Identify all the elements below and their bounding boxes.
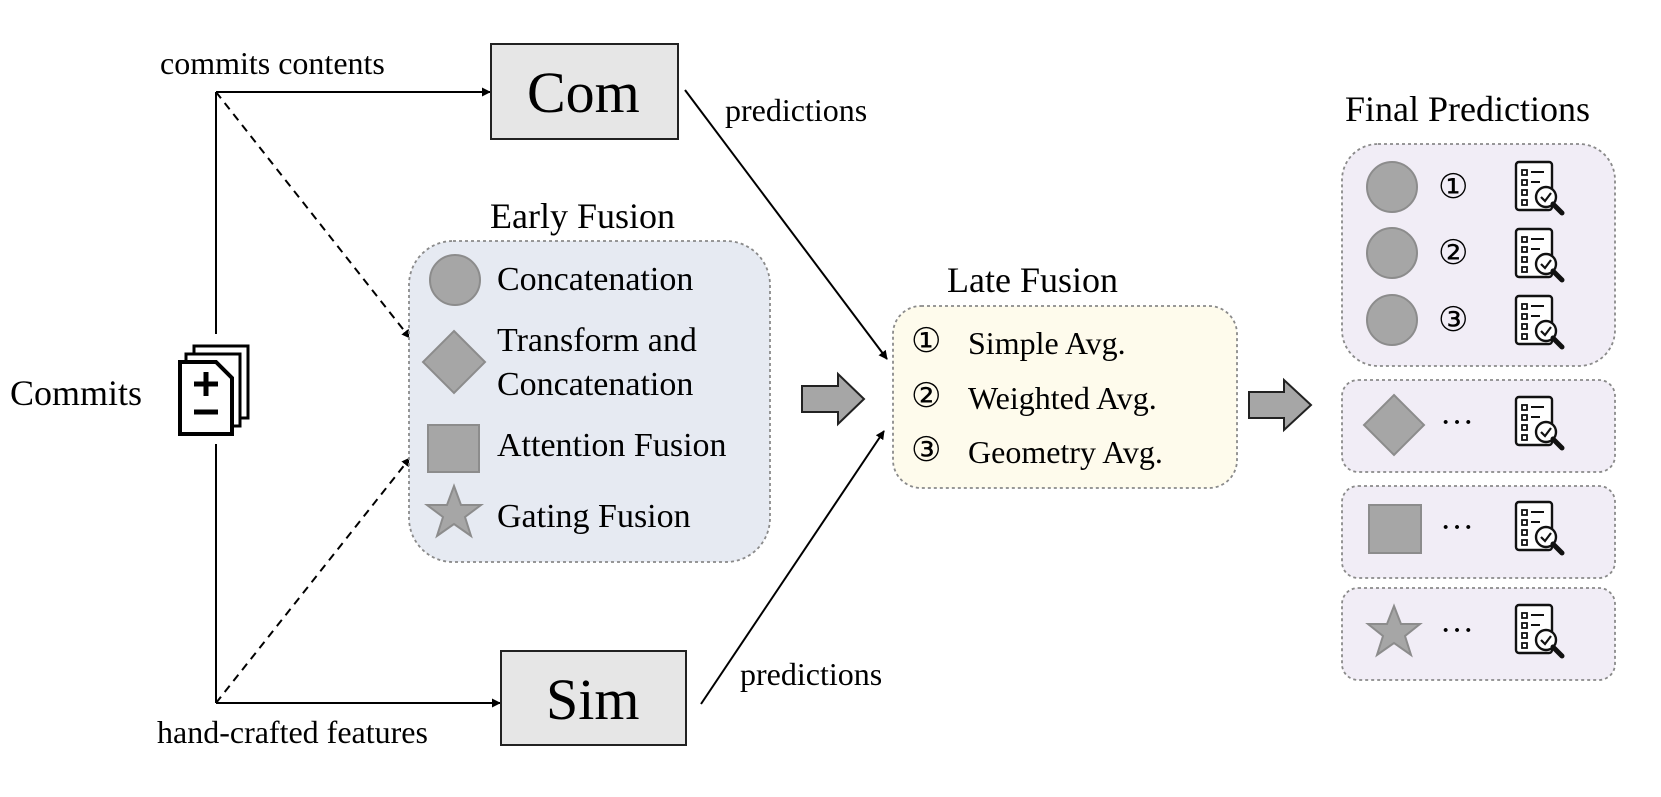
commits-label: Commits <box>10 373 143 413</box>
final-circle-icon-1 <box>1366 161 1418 213</box>
final-predictions-title: Final Predictions <box>1345 89 1590 129</box>
late-item-number: ② <box>911 378 942 415</box>
early-item-label: Concatenation <box>497 261 694 298</box>
final-group-number: ② <box>1438 235 1469 272</box>
com-model-box <box>490 43 679 140</box>
final-ellipsis: ··· <box>1440 404 1474 441</box>
late-fusion-title: Late Fusion <box>947 260 1118 300</box>
predictions-bottom-label: predictions <box>740 656 883 692</box>
late-item-label: Geometry Avg. <box>968 434 1163 470</box>
input-connectors <box>215 87 501 708</box>
final-square-icon <box>1368 504 1422 554</box>
late-fusion-box <box>892 305 1238 489</box>
dashed-arrow-contents-to-early <box>215 91 411 339</box>
block-arrow-early-to-late <box>801 371 866 427</box>
early-item-label: Gating Fusion <box>497 498 691 535</box>
arrow-com-predictions <box>684 89 888 360</box>
early-item-label: Concatenation <box>497 366 694 403</box>
final-group-number: ③ <box>1438 302 1469 339</box>
late-item-label: Simple Avg. <box>968 325 1126 361</box>
late-item-number: ① <box>911 323 942 360</box>
final-circle-icon-2 <box>1366 227 1418 279</box>
early-item-label: Transform and <box>497 322 697 359</box>
final-ellipsis: ··· <box>1440 509 1474 546</box>
commits-contents-label: commits contents <box>160 45 385 81</box>
early-item-label: Attention Fusion <box>497 427 727 464</box>
final-circle-icon-3 <box>1366 294 1418 346</box>
hand-crafted-features-label: hand-crafted features <box>157 714 428 750</box>
com-model-label: Com <box>527 60 640 125</box>
early-fusion-title: Early Fusion <box>490 196 675 236</box>
late-item-label: Weighted Avg. <box>968 380 1157 416</box>
sim-model-label: Sim <box>546 667 640 732</box>
square-icon <box>427 424 480 473</box>
star-icon <box>424 483 484 539</box>
final-ellipsis: ··· <box>1440 612 1474 649</box>
dashed-arrow-features-to-early <box>215 457 411 704</box>
block-arrow-late-to-final <box>1248 377 1313 433</box>
final-star-icon <box>1365 603 1423 658</box>
final-diamond-icon <box>1362 393 1426 457</box>
sim-model-box <box>500 650 687 746</box>
final-group-number: ① <box>1438 169 1469 206</box>
commits-document-icon <box>178 344 250 436</box>
circle-icon <box>429 254 481 306</box>
diamond-icon <box>421 329 487 395</box>
late-item-number: ③ <box>911 432 942 469</box>
predictions-top-label: predictions <box>725 92 868 128</box>
early-fusion-box <box>408 240 771 563</box>
arrow-sim-predictions <box>700 430 885 705</box>
